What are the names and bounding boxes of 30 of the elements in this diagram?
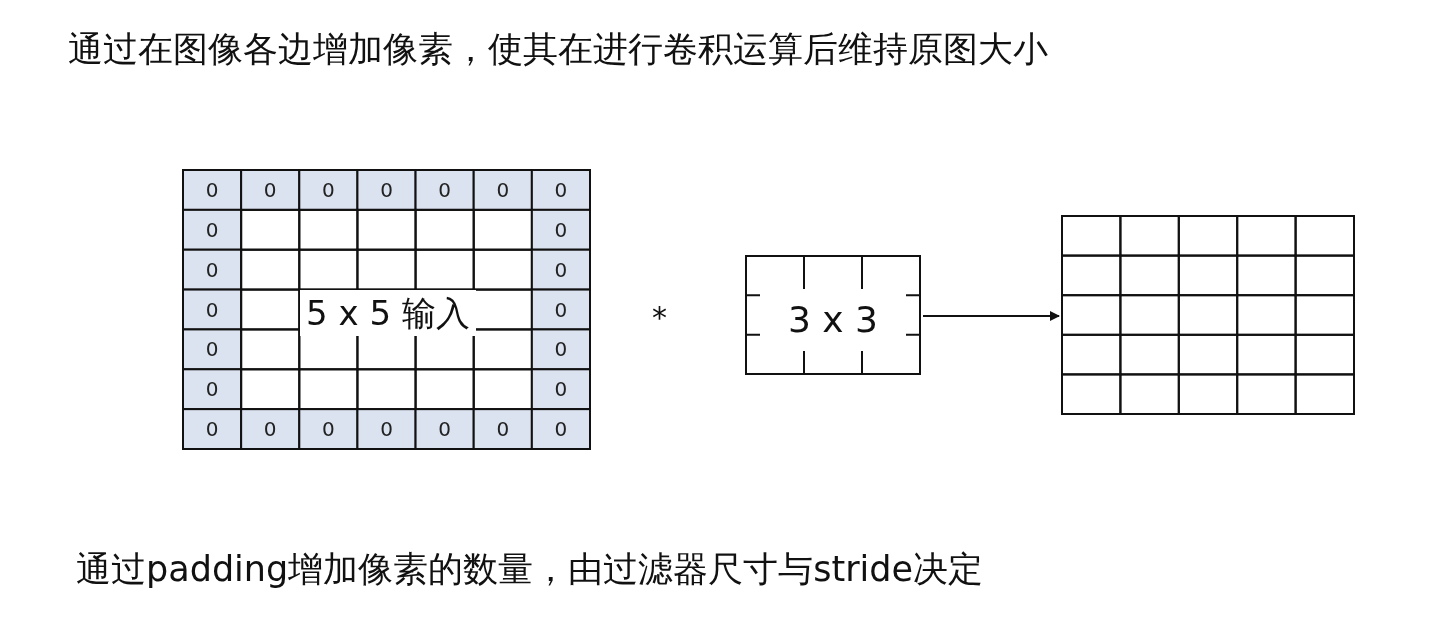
cell-value: 0 <box>553 217 569 242</box>
cell-value: 0 <box>553 177 569 202</box>
grid-label: 3 x 3 <box>760 289 906 351</box>
grid-label: 5 x 5 输入 <box>300 290 476 336</box>
cell-value: 0 <box>262 417 278 442</box>
cell-value: 0 <box>204 217 220 242</box>
cell-value: 0 <box>437 177 452 202</box>
cell-value: 0 <box>553 257 569 282</box>
cell-value: 0 <box>204 417 220 442</box>
cell-value: 0 <box>553 417 569 442</box>
convolution-symbol: * <box>652 303 667 333</box>
cell-value: 0 <box>495 417 511 442</box>
cell-value: 0 <box>204 257 220 282</box>
cell-value: 0 <box>204 177 220 202</box>
cell-value: 0 <box>321 177 336 202</box>
heading: 通过在图像各边增加像素，使其在进行卷积运算后维持原图大小 <box>68 28 1048 71</box>
cell-value: 0 <box>495 177 511 202</box>
cell-value: 0 <box>204 337 220 362</box>
cell-value: 0 <box>553 297 569 322</box>
cell-value: 0 <box>204 377 220 402</box>
cell-value: 0 <box>379 177 394 202</box>
note-text: 通过padding增加像素的数量，由过滤器尺寸与stride决定 <box>76 548 984 591</box>
cell-value: 0 <box>553 377 569 402</box>
arrow <box>922 311 1060 321</box>
cell-value: 0 <box>379 417 394 442</box>
cell-value: 0 <box>437 417 452 442</box>
cell-value: 0 <box>321 417 336 442</box>
cell-value: 0 <box>553 337 569 362</box>
cell-value: 0 <box>204 297 220 322</box>
cell-value: 0 <box>262 177 278 202</box>
